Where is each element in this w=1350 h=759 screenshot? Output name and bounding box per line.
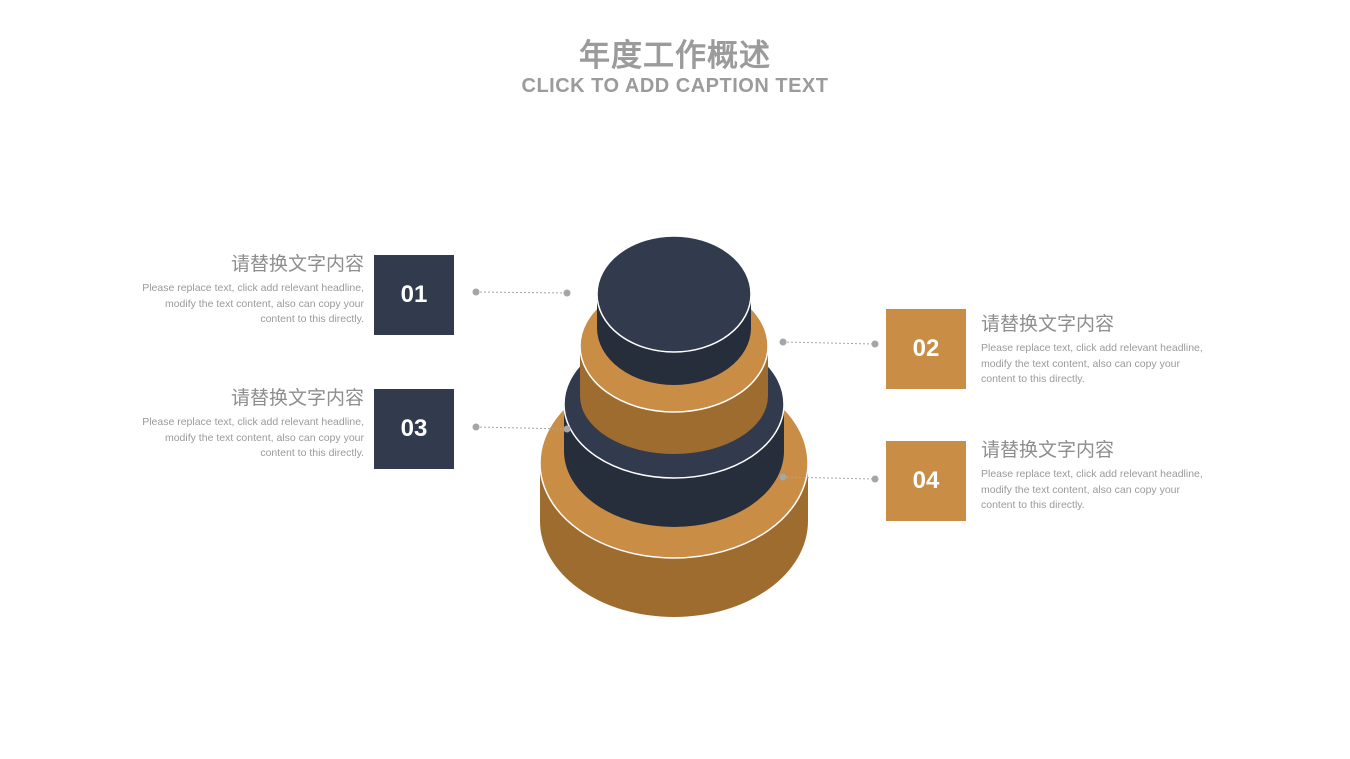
- cylinder-tier-1: [596, 235, 752, 385]
- item-04: 请替换文字内容 Please replace text, click add r…: [981, 437, 1211, 514]
- item-description: Please replace text, click add relevant …: [142, 282, 364, 325]
- item-heading: 请替换文字内容: [981, 313, 1115, 335]
- connector-03: [472, 423, 571, 433]
- item-03: 请替换文字内容 Please replace text, click add r…: [134, 385, 364, 462]
- page-subtitle: CLICK TO ADD CAPTION TEXT: [521, 75, 829, 97]
- item-description: Please replace text, click add relevant …: [981, 468, 1203, 511]
- number-box-03: 03: [374, 389, 454, 469]
- item-description: Please replace text, click add relevant …: [981, 342, 1203, 385]
- number-box-02: 02: [886, 309, 966, 389]
- page-title: 年度工作概述: [579, 38, 771, 74]
- number-box-01: 01: [374, 255, 454, 335]
- item-01: 请替换文字内容 Please replace text, click add r…: [134, 251, 364, 328]
- item-02: 请替换文字内容 Please replace text, click add r…: [981, 311, 1211, 388]
- connector-04: [779, 473, 879, 483]
- connector-01: [472, 288, 571, 297]
- item-heading: 请替换文字内容: [230, 253, 364, 275]
- connector-02: [779, 338, 879, 348]
- item-description: Please replace text, click add relevant …: [142, 416, 364, 459]
- number-box-04: 04: [886, 441, 966, 521]
- item-heading: 请替换文字内容: [230, 387, 364, 409]
- item-heading: 请替换文字内容: [981, 439, 1115, 461]
